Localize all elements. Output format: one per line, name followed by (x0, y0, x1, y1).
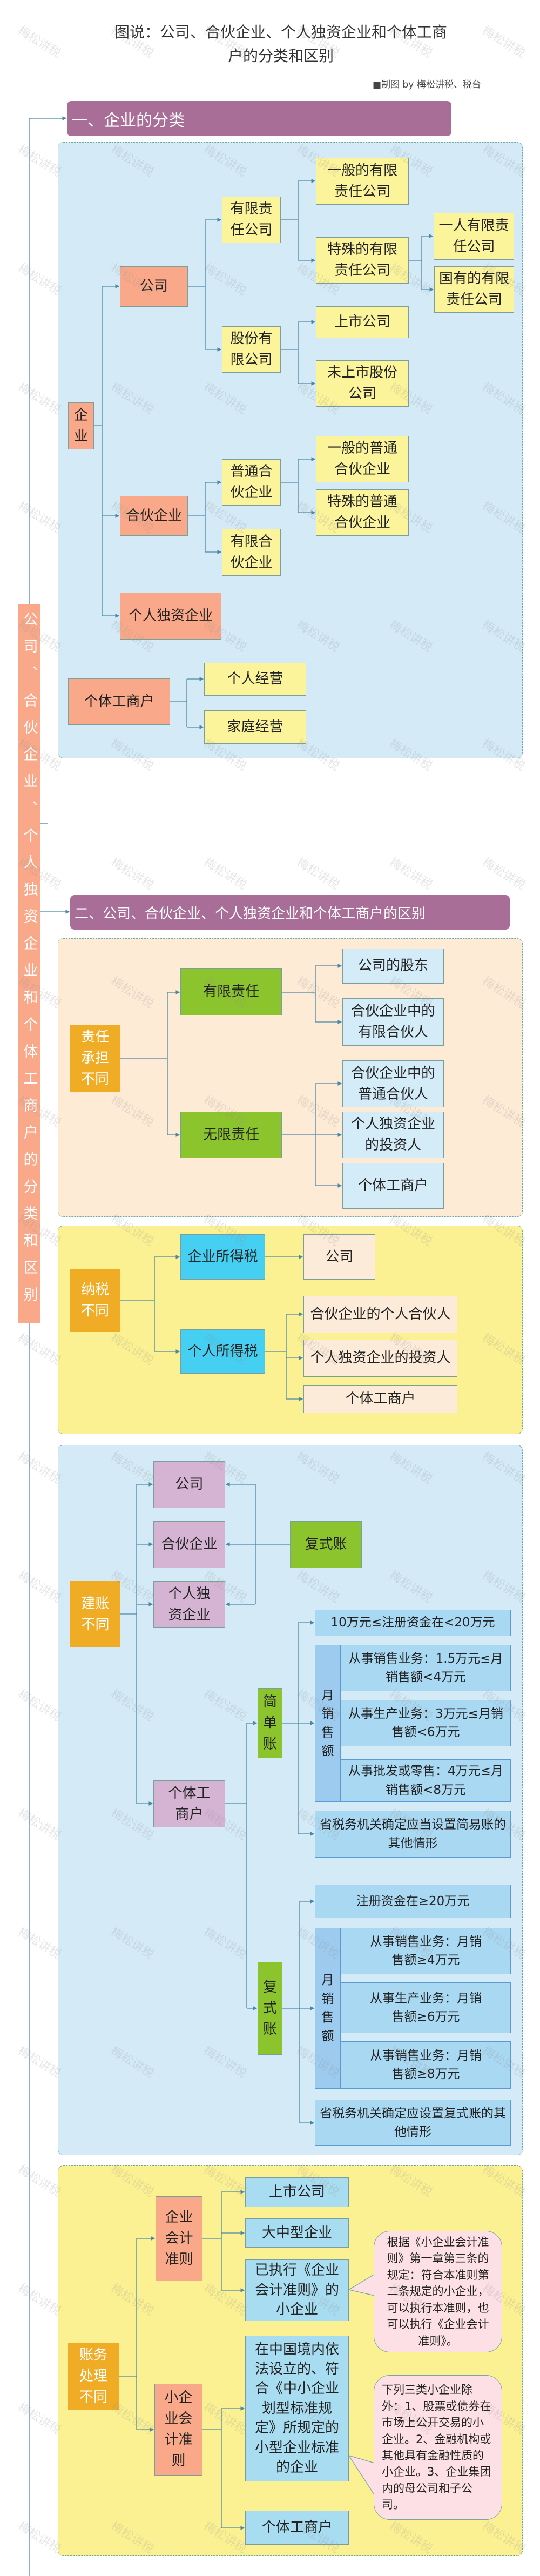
node-llc-one-person: 一人有限责任公司 (434, 213, 514, 260)
node-joint-stock: 股份有限公司 (222, 326, 281, 373)
node-simple-sales: 从事批发或零售：4万元≤月销售额<8万元 (341, 1759, 511, 1802)
section-header-classification: 一、企业的分类 (67, 101, 451, 136)
node-accounting-item: 已执行《企业会计准则》的小企业 (245, 2259, 349, 2321)
node-cit: 企业所得税 (180, 1234, 265, 1280)
node-tax: 纳税不同 (70, 1269, 120, 1332)
node-simple-books: 简单账 (258, 1688, 282, 1758)
node-liability-item: 合伙企业中的有限合伙人 (342, 998, 444, 1046)
callout-note: 下列三类小企业除外：1、股票或债券在市场上公开交易的小企业。2、金融机构或其他具… (374, 2375, 502, 2520)
node-double-entry-ib: 复式账 (258, 1962, 282, 2055)
node-gp-general: 一般的普通合伙企业 (316, 436, 409, 482)
node-tax-item: 公司 (303, 1234, 375, 1280)
node-partnership: 合伙企业 (120, 496, 188, 536)
node-family-operation: 家庭经营 (204, 710, 306, 744)
node-general-partnership: 普通合伙企业 (222, 459, 281, 506)
node-accounting-item: 在中国境内依法设立的、符合《中小企业划型标准规定》所规定的小型企业标准的企业 (245, 2336, 349, 2481)
node-llc-state: 国有的有限责任公司 (434, 266, 514, 313)
node-double-sales: 从事销售业务：月销售额≥4万元 (341, 1928, 511, 1974)
node-company: 公司 (120, 266, 188, 307)
node-unlimited-liability: 无限责任 (180, 1112, 282, 1158)
node-accounting: 账务处理不同 (68, 2343, 119, 2410)
node-accounting-item: 大中型企业 (245, 2218, 349, 2248)
node-books: 建账不同 (70, 1581, 120, 1647)
node-accounting-item: 个体工商户 (245, 2511, 349, 2545)
node-gp-special: 特殊的普通合伙企业 (316, 489, 409, 536)
node-books-entity: 个体工商户 (153, 1780, 225, 1827)
root-node: 公司、合伙企业、个人独资企业和个体工商户的分类和区别 (18, 604, 40, 1323)
node-monthly-sales-label: 月销售额 (315, 1928, 341, 2089)
node-iit: 个人所得税 (180, 1329, 265, 1374)
section-header-differences: 二、公司、合伙企业、个人独资企业和个体工商户的区别 (70, 895, 510, 930)
node-simple-capital: 10万元≤注册资金在<20万元 (315, 1610, 511, 1636)
node-books-entity: 个人独资企业 (153, 1581, 225, 1628)
node-double-capital: 注册资金在≥20万元 (315, 1885, 511, 1918)
node-accounting-item: 上市公司 (245, 2177, 349, 2207)
node-llc: 有限责任公司 (222, 197, 281, 243)
node-double-sales: 从事销售业务：月销售额≥8万元 (341, 2041, 511, 2089)
node-simple-sales: 从事销售业务：1.5万元≤月销售额<4万元 (341, 1645, 511, 1691)
node-simple-sales: 从事生产业务：3万元≤月销售额<6万元 (341, 1700, 511, 1746)
node-llc-general: 一般的有限责任公司 (316, 158, 409, 205)
node-llc-special: 特殊的有限责任公司 (316, 237, 409, 284)
node-limited-liability: 有限责任 (180, 968, 282, 1015)
node-limited-partnership: 有限合伙企业 (222, 529, 281, 576)
callout-tail (348, 2273, 375, 2296)
node-liability-item: 个体工商户 (342, 1163, 444, 1209)
page-title: 图说：公司、合伙企业、个人独资企业和个体工商户的分类和区别 (114, 23, 447, 65)
node-sole-proprietorship: 个人独资企业 (120, 593, 221, 640)
node-tax-item: 合伙企业的个人合伙人 (303, 1296, 457, 1333)
node-enterprise: 企业 (68, 402, 94, 449)
node-simple-other: 省税务机关确定应当设置简易账的其他情形 (315, 1811, 511, 1858)
node-double-sales: 从事生产业务：月销售额≥6万元 (341, 1982, 511, 2033)
node-tax-item: 个体工商户 (303, 1385, 457, 1413)
node-enterprise-standard: 企业会计准则 (156, 2196, 202, 2281)
node-books-entity: 公司 (153, 1461, 225, 1508)
callout-tail (348, 2454, 375, 2497)
node-individual-operation: 个人经营 (204, 663, 306, 696)
credit-line: ■制图 by 梅松讲税、税台 (373, 79, 481, 90)
callout-note: 根据《小企业会计准则》第一章第三条的规定：符合本准则第二条规定的小企业，可以执行… (374, 2231, 502, 2352)
node-unlisted: 未上市股份公司 (316, 360, 409, 407)
node-liability: 责任承担不同 (70, 1025, 120, 1092)
node-liability-item: 公司的股东 (342, 949, 444, 984)
node-liability-item: 合伙企业中的普通合伙人 (342, 1060, 444, 1107)
node-tax-item: 个人独资企业的投资人 (303, 1340, 457, 1377)
node-listed: 上市公司 (316, 306, 409, 338)
panel-liability (58, 938, 523, 1217)
node-liability-item: 个人独资企业的投资人 (342, 1112, 444, 1158)
node-small-standard: 小企业会计准则 (154, 2384, 202, 2476)
node-double-other: 省税务机关确定应设置复式账的其他情形 (315, 2100, 511, 2146)
node-double-entry: 复式账 (290, 1521, 362, 1568)
node-monthly-sales-label: 月销售额 (315, 1645, 341, 1802)
node-books-entity: 合伙企业 (153, 1521, 225, 1568)
node-individual-business: 个体工商户 (68, 678, 170, 725)
